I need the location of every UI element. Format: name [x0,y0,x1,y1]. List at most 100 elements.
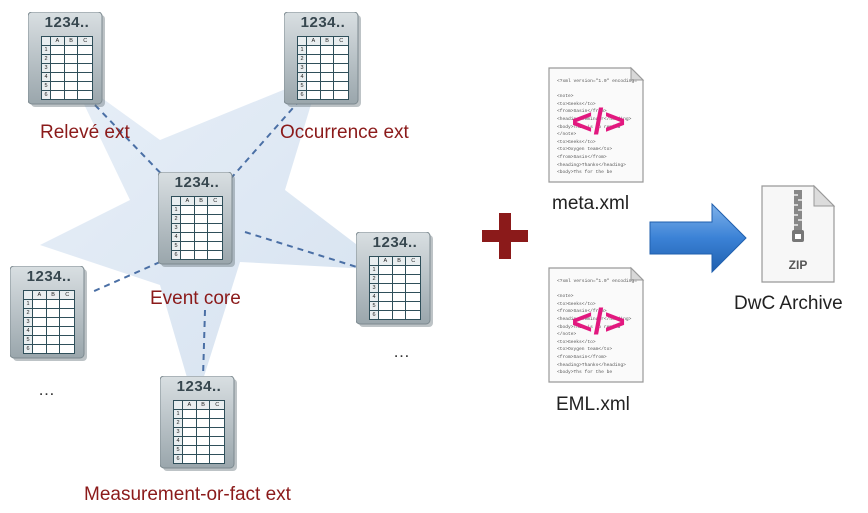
grid-cell [333,72,349,82]
row-number: 4 [369,292,379,302]
dwc-archive-label: DwC Archive [734,293,843,314]
grid-corner-cell [23,290,33,300]
grid-cell [180,250,195,260]
xml-code-line: <heading>Thanks</heading> [557,362,626,368]
grid-cell [306,54,321,64]
grid-cell [193,250,209,260]
grid-corner-cell [173,400,183,410]
right-arrow [649,202,747,274]
xml-code-line: <?xml version="1.0" encoding= [557,79,637,84]
row-number: 5 [173,445,183,455]
xml-code-line: <to>Oxygen team</to> [557,347,613,353]
grid-cell [50,81,65,91]
grid-cell [32,308,47,318]
grid-cell [182,409,197,419]
grid-cell [63,72,79,82]
grid-cell [391,274,407,284]
xml-code-line: <heading>Thanks</heading> [557,162,626,168]
row-number: 4 [171,232,181,242]
row-number: 1 [173,409,183,419]
row-number: 2 [41,54,51,64]
xml-code-line: <to>Geeks</to> [557,139,596,145]
xml-page-shapes [548,66,645,383]
xml-code-line: <from>Sasin</from> [557,354,607,360]
grid-cell [182,418,197,428]
row-number: 3 [297,63,307,73]
grid-cell [59,308,75,318]
grid-cell [45,344,61,354]
row-number: 6 [171,250,181,260]
grid-cell [319,54,335,64]
releve-ext-label: Relevé ext [40,122,130,143]
row-number: 1 [297,45,307,55]
grid-cell [77,45,93,55]
grid-cell [59,299,75,309]
xml-code-line: <note> [557,94,574,100]
column-header: C [77,36,93,46]
grid-cell [405,265,421,275]
row-number: 5 [369,301,379,311]
row-number: 1 [171,205,181,215]
column-header: C [59,290,75,300]
column-header: C [209,400,225,410]
row-number: 6 [173,454,183,464]
xml-code-line: <note> [557,294,574,300]
grid-cell [195,436,211,446]
row-number: 2 [369,274,379,284]
row-number: 3 [41,63,51,73]
grid-cell [405,283,421,293]
grid-cell [319,81,335,91]
row-number: 6 [23,344,33,354]
zip-badge: ZIP [788,258,808,272]
grid-cell [333,45,349,55]
grid-cell [209,409,225,419]
grid-cell [45,326,61,336]
xml-tag-glyph: </> [571,301,627,342]
row-number: 4 [41,72,51,82]
plus-sign [482,213,528,259]
card-digits: 1234.. [176,378,222,395]
column-header: B [319,36,335,46]
xml-code-lines: <?xml version="1.0" encoding= <note> <to>… [557,78,637,176]
grid-cell [333,90,349,100]
column-header: C [405,256,421,266]
grid-cell [391,265,407,275]
row-number: 1 [23,299,33,309]
grid-cell [333,54,349,64]
event-core-label: Event core [150,288,241,309]
grid-cell [59,326,75,336]
xml-code-lines: <?xml version="1.0" encoding= <note><to>… [557,278,637,376]
grid-cell [306,90,321,100]
card-digits: 1234.. [44,14,90,31]
grid-cell [378,301,393,311]
grid-cell [209,445,225,455]
grid-cell [77,63,93,73]
grid-cell [333,63,349,73]
column-header: A [378,256,393,266]
grid-cell [180,223,195,233]
grid-cell [306,81,321,91]
grid-cell [209,454,225,464]
xml-code-line: <to>Geeks</to> [557,301,596,307]
eml-xml-label: EML.xml [556,394,630,415]
xml-code-line: <to>Oxygen team</to> [557,147,613,153]
card-digits: 1234.. [174,174,220,191]
row-number: 2 [173,418,183,428]
grid-cell [50,90,65,100]
xml-code-line [557,86,637,94]
grid-cell [207,214,223,224]
row-number: 2 [171,214,181,224]
grid-cell [405,310,421,320]
xml-code-line: <?xml version="1.0" encoding= [557,279,637,284]
grid-cell [378,274,393,284]
row-number: 6 [41,90,51,100]
connector-occurrence [224,99,301,186]
row-number: 3 [369,283,379,293]
row-number: 6 [297,90,307,100]
grid-cell [45,317,61,327]
row-number: 3 [171,223,181,233]
